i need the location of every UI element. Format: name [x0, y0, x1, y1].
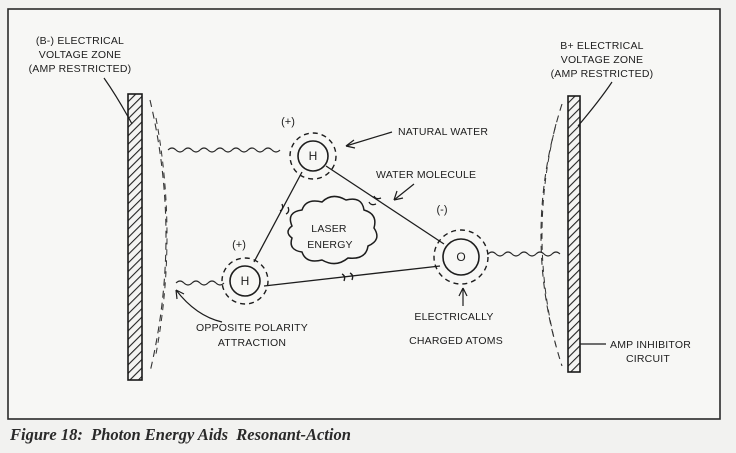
- atom-o-right-charge: (-): [437, 204, 448, 216]
- right-zone-label-line3: (AMP RESTRICTED): [551, 68, 654, 80]
- right-zone-label-line2: VOLTAGE ZONE: [561, 54, 644, 66]
- amp-inhibitor-label: AMP INHIBITOR CIRCUIT: [610, 339, 691, 365]
- left-zone-label: (B-) ELECTRICAL VOLTAGE ZONE (AMP RESTRI…: [29, 35, 132, 75]
- right-zone-label-line1: B+ ELECTRICAL: [560, 40, 643, 52]
- laser-energy-label-line2: ENERGY: [307, 239, 353, 251]
- water-molecule-label: WATER MOLECULE: [376, 169, 476, 181]
- leader-lines: [103, 77, 613, 345]
- atom-o-right-letter: O: [456, 250, 465, 264]
- laser-energy-cloud: LASER ENERGY: [287, 195, 378, 265]
- field-waves: [167, 147, 561, 286]
- opposite-polarity-label: OPPOSITE POLARITY ATTRACTION: [196, 322, 308, 349]
- opposite-polarity-label-line1: OPPOSITE POLARITY: [196, 322, 308, 334]
- figure-caption: Figure 18: Photon Energy Aids Resonant-A…: [9, 425, 351, 444]
- atom-h-left: H (+): [221, 239, 269, 305]
- electrically-label: ELECTRICALLY: [414, 311, 493, 323]
- charged-atoms-label: CHARGED ATOMS: [409, 335, 503, 347]
- left-zone-label-line2: VOLTAGE ZONE: [39, 49, 122, 61]
- amp-inhibitor-label-line2: CIRCUIT: [626, 353, 670, 365]
- right-zone-label: B+ ELECTRICAL VOLTAGE ZONE (AMP RESTRICT…: [551, 40, 654, 80]
- natural-water-label: NATURAL WATER: [398, 126, 488, 138]
- bond-break-marks: [279, 195, 382, 282]
- left-zone-label-line3: (AMP RESTRICTED): [29, 63, 132, 75]
- atom-h-left-charge: (+): [232, 239, 246, 251]
- atom-h-top: H (+): [281, 116, 337, 180]
- left-zone-label-line1: (B-) ELECTRICAL: [36, 35, 124, 47]
- opposite-polarity-label-line2: ATTRACTION: [218, 337, 286, 349]
- laser-energy-label-line1: LASER: [311, 223, 347, 235]
- amp-inhibitor-label-line1: AMP INHIBITOR: [610, 339, 691, 351]
- atom-o-right: O (-): [433, 204, 489, 285]
- left-electrode-plate: [127, 93, 168, 381]
- right-electrode-plate: [540, 95, 581, 373]
- atom-h-top-letter: H: [309, 149, 318, 163]
- atom-h-top-charge: (+): [281, 116, 295, 128]
- atom-h-left-letter: H: [241, 274, 250, 288]
